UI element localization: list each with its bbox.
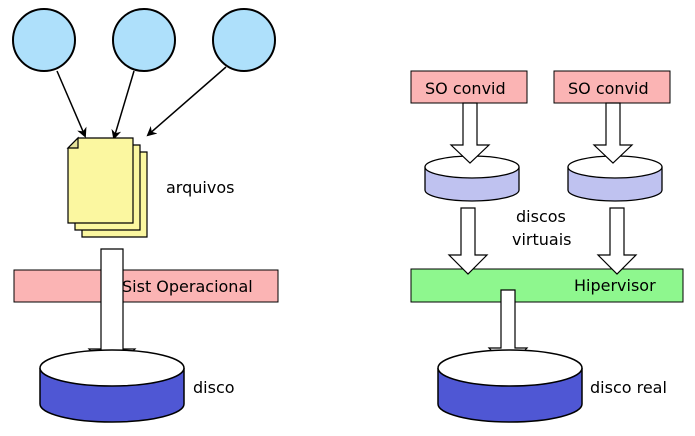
os-bar bbox=[13, 269, 279, 303]
virtual-disk-icon-1 bbox=[424, 155, 520, 202]
virtual-disks-label-line1: discos bbox=[516, 207, 566, 226]
guest-os-box-2 bbox=[553, 70, 671, 104]
hollow-arrow-vdisk1-hypervisor bbox=[447, 207, 489, 275]
real-disk-label: disco real bbox=[590, 378, 667, 397]
process-circle-1 bbox=[12, 8, 76, 72]
real-disk-icon bbox=[437, 349, 583, 423]
process-circle-2 bbox=[112, 8, 176, 72]
guest-os-label-2: SO convid bbox=[568, 79, 649, 98]
files-label: arquivos bbox=[166, 178, 234, 197]
os-bar-label: Sist Operacional bbox=[122, 277, 253, 296]
virtual-disks-label-line2: virtuais bbox=[512, 230, 572, 249]
disk-icon bbox=[39, 349, 185, 423]
files-stack-icon bbox=[66, 136, 148, 238]
hollow-arrow-vdisk2-hypervisor bbox=[596, 207, 638, 275]
disk-label: disco bbox=[193, 378, 235, 397]
guest-os-label-1: SO convid bbox=[425, 79, 506, 98]
virtual-disk-icon-2 bbox=[567, 155, 663, 202]
hypervisor-bar bbox=[410, 268, 684, 303]
arrow-process3-files bbox=[146, 66, 227, 137]
arrow-process2-files bbox=[111, 70, 135, 140]
process-circle-3 bbox=[212, 8, 276, 72]
guest-os-box-1 bbox=[410, 70, 528, 104]
hollow-arrow-guest1-vdisk1 bbox=[449, 102, 491, 164]
hypervisor-label: Hipervisor bbox=[574, 276, 656, 295]
hollow-arrow-guest2-vdisk2 bbox=[592, 102, 634, 164]
arrow-process1-files bbox=[56, 70, 87, 138]
